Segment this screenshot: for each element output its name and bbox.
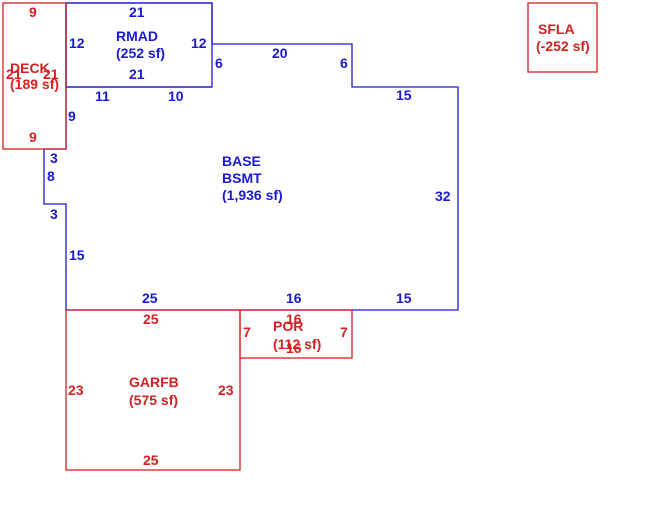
dim-rmad-bottom: 21 <box>129 66 145 82</box>
rmad-name: RMAD <box>116 28 158 44</box>
dim-gar-left: 23 <box>68 382 84 398</box>
dim-deck-left: 21 <box>6 66 22 82</box>
dim-base-8: 8 <box>47 168 55 184</box>
dim-base-6a: 6 <box>215 55 223 71</box>
base-name-1: BASE <box>222 153 261 169</box>
dim-base-32: 32 <box>435 188 451 204</box>
dim-por-bottom: 16 <box>286 340 302 356</box>
dim-gar-right: 23 <box>218 382 234 398</box>
dim-base-16: 16 <box>286 290 302 306</box>
dim-base-11: 11 <box>95 88 110 104</box>
deck-outline <box>2 2 67 150</box>
garfb-sf: (575 sf) <box>129 392 178 408</box>
dim-deck-top: 9 <box>29 4 37 20</box>
por-outline <box>239 309 353 359</box>
rmad-sf: (252 sf) <box>116 45 165 61</box>
dim-por-right: 7 <box>340 324 348 340</box>
dim-rmad-top: 21 <box>129 4 145 20</box>
dim-gar-top: 25 <box>143 311 159 327</box>
base-sf: (1,936 sf) <box>222 187 283 203</box>
dim-por-top: 16 <box>286 311 302 327</box>
deck-name: DECK <box>10 60 50 76</box>
dim-deck-bottom: 9 <box>29 129 37 145</box>
garfb-outline <box>65 309 241 471</box>
dim-base-3b: 3 <box>50 206 58 222</box>
garfb-name: GARFB <box>129 374 179 390</box>
dim-base-6b: 6 <box>340 55 348 71</box>
dim-base-20: 20 <box>272 45 288 61</box>
dim-deck-right: 21 <box>43 66 59 82</box>
dim-rmad-left: 12 <box>69 35 85 51</box>
por-name: POR <box>273 318 303 334</box>
dim-por-left: 7 <box>243 324 251 340</box>
sfla-outline <box>527 2 598 73</box>
dim-base-10: 10 <box>168 88 184 104</box>
por-sf: (112 sf) <box>273 336 321 352</box>
dim-base-3a: 3 <box>50 150 58 166</box>
deck-sf: (189 sf) <box>10 76 59 92</box>
dim-base-25: 25 <box>142 290 158 306</box>
dim-base-15-left: 15 <box>69 247 85 263</box>
dim-base-15-bottom: 15 <box>396 290 412 306</box>
dim-base-15-top: 15 <box>396 87 412 103</box>
sfla-name: SFLA <box>538 21 575 37</box>
dim-rmad-right: 12 <box>191 35 207 51</box>
dim-gar-bottom: 25 <box>143 452 159 468</box>
dim-base-9: 9 <box>68 108 76 124</box>
base-name-2: BSMT <box>222 170 262 186</box>
sfla-sf: (-252 sf) <box>536 38 590 54</box>
